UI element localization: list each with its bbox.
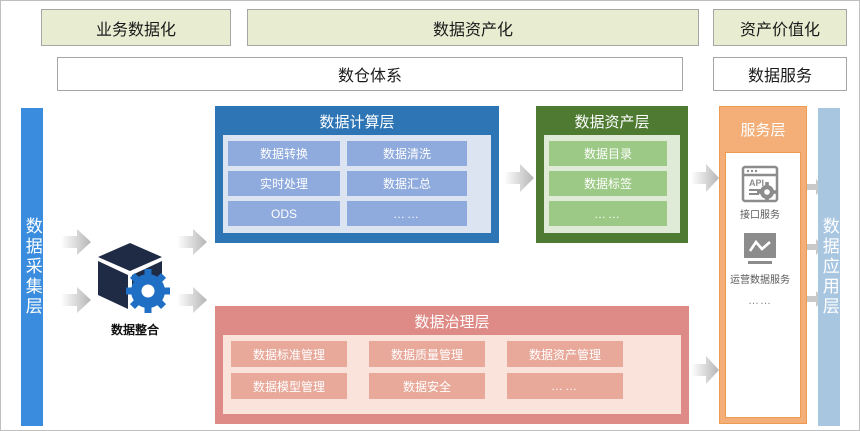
layer-service-title: 服务层 [740,122,786,139]
governance-cell: 数据质量管理 [369,341,485,367]
compute-cell: ODS [228,201,340,226]
governance-cell: 数据安全 [369,373,485,399]
compute-cell: 数据转换 [228,141,340,166]
svg-text:API: API [749,178,764,188]
arrow-asset-to-service [691,164,719,192]
layer-data-compute-title: 数据计算层 [319,113,395,131]
asset-cell: …… [549,201,667,226]
header-box-business-datafication: 业务数据化 [41,9,231,46]
service-item-operations-label: 运营数据服务 [730,274,790,286]
arrow-integration-to-compute [177,229,207,255]
governance-cell: 数据标准管理 [231,341,347,367]
arrow-compute-to-asset [504,164,534,192]
arrow-governance-to-service [691,356,719,384]
asset-cell: 数据标签 [549,171,667,196]
layer-data-collection: 数据采集层 [21,108,43,426]
data-integration-label: 数据整合 [110,323,159,337]
compute-cell: 数据清洗 [347,141,467,166]
arrow-integration-to-governance [177,287,207,313]
arrow-collect-to-integration-top [61,229,91,255]
layer-data-governance: 数据治理层 数据标准管理 数据质量管理 数据资产管理 数据模型管理 数据安全 …… [215,306,689,424]
layer-data-compute: 数据计算层 数据转换 数据清洗 实时处理 数据汇总 ODS …… [215,106,499,243]
layer-service: 服务层 API [719,106,807,424]
layer-data-governance-title: 数据治理层 [414,313,490,331]
service-item-api-label: 接口服务 [740,209,780,221]
layer-data-application: 数据应用层 [818,108,840,426]
api-window-gear-icon: API [739,163,781,210]
governance-cell: 数据资产管理 [507,341,623,367]
data-integration-cube-icon [96,241,174,313]
header-box-data-warehouse-system: 数仓体系 [57,57,683,91]
compute-cell: …… [347,201,467,226]
layer-data-asset: 数据资产层 数据目录 数据标签 …… [536,106,688,243]
compute-cell: 数据汇总 [347,171,467,196]
governance-cell: …… [507,373,623,399]
arrow-collect-to-integration-bottom [61,287,91,313]
header-box-asset-valorization: 资产价值化 [713,9,847,46]
header-box-data-service: 数据服务 [713,57,847,91]
compute-cell: 实时处理 [228,171,340,196]
header-box-data-assetization: 数据资产化 [247,9,699,46]
service-item-api: API 接口服务 [739,163,781,222]
governance-cell: 数据模型管理 [231,373,347,399]
asset-cell: 数据目录 [549,141,667,166]
monitor-chart-icon [739,230,781,275]
layer-data-asset-title: 数据资产层 [574,113,650,131]
service-item-operations-data: 运营数据服务 [730,230,790,287]
service-more-dots: …… [748,295,772,307]
